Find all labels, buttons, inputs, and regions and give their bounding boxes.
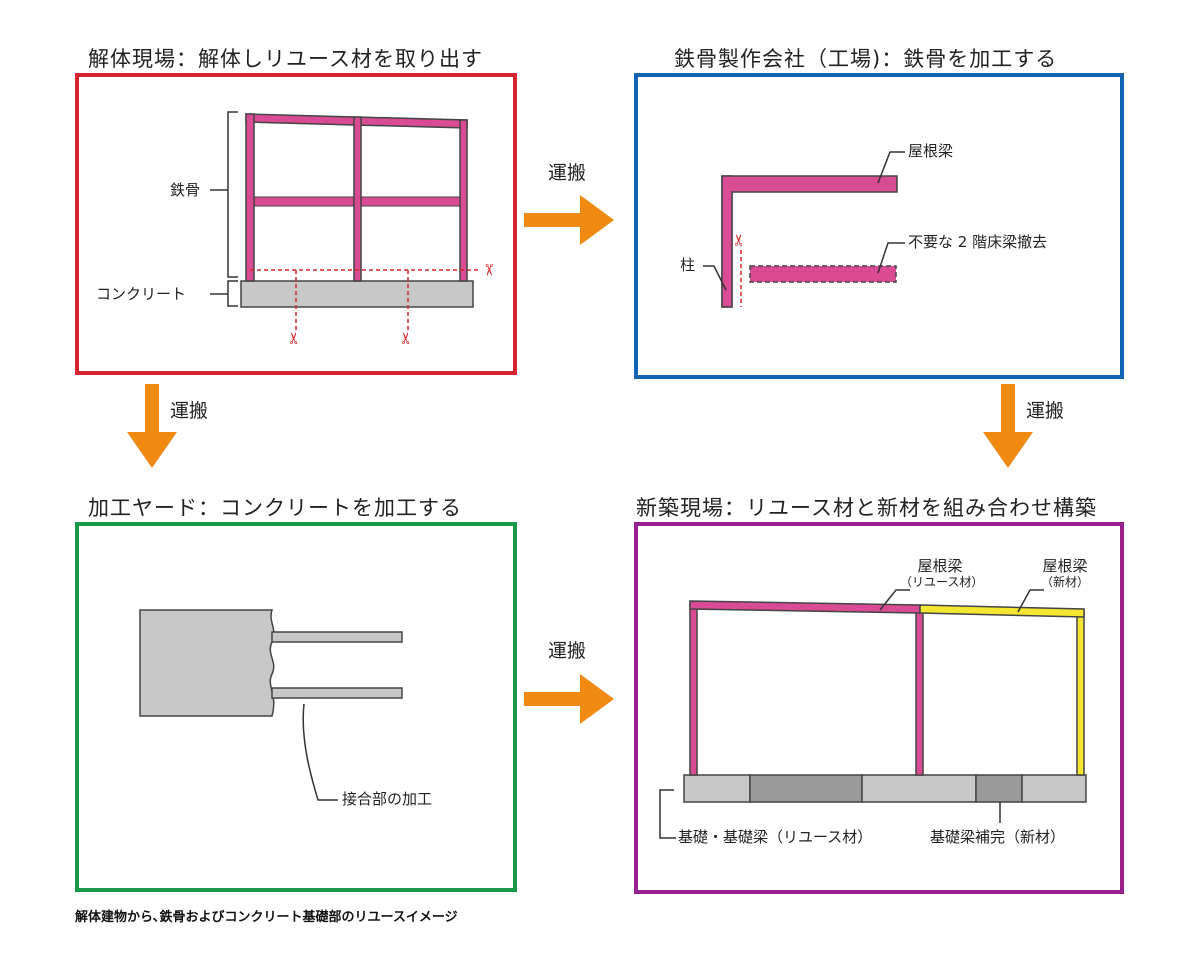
label-joint-processing: 接合部の加工 (342, 790, 433, 808)
roof-beam-reuse-text: 屋根梁 (917, 557, 963, 575)
demolition-title: 解体現場：解体しリユース材を取り出す (88, 47, 483, 71)
foundation-reuse-1 (683, 774, 751, 803)
label-roof-beam-new: 屋根梁 （新材） (1030, 557, 1100, 589)
arrow-right-bottom (524, 674, 614, 724)
scissors-icon: ✂ (479, 263, 499, 277)
arrow-right-top (524, 195, 614, 245)
transport-label-top: 運搬 (548, 162, 587, 184)
label-remove-floor-beam: 不要な 2 階床梁撤去 (908, 233, 1048, 251)
label-steel: 鉄骨 (170, 181, 201, 199)
foundation-beam-reuse-1 (749, 774, 863, 803)
label-roof-beam-reuse: 屋根梁 （リユース材） (900, 557, 984, 589)
frame-center-column (353, 116, 362, 282)
scissors-icon: ✂ (729, 233, 749, 247)
yard-title: 加工ヤード：コンクリートを加工する (88, 496, 462, 520)
newsite-structure (659, 589, 1087, 839)
demolition-steel-frame (210, 111, 480, 332)
figure-caption: 解体建物から､鉄骨およびコンクリート基礎部のリユースイメージ (75, 910, 458, 925)
removed-floor-beam (749, 265, 897, 283)
rebar-lower (271, 687, 403, 699)
roof-beam-reuse-note: （リユース材） (900, 575, 984, 589)
frame-right-column (459, 119, 468, 282)
newsite-left-column (689, 601, 698, 776)
newsite-panel (634, 522, 1124, 894)
transport-label-right: 運搬 (1026, 400, 1065, 422)
frame-left-column (245, 113, 255, 282)
roof-beam-new-text: 屋根梁 (1042, 557, 1088, 575)
factory-panel (634, 73, 1124, 379)
foundation-beam-new (975, 774, 1023, 803)
transport-label-left: 運搬 (170, 400, 209, 422)
steel-bracket (227, 111, 238, 278)
scissors-icon: ✂ (284, 331, 304, 345)
factory-steel (703, 151, 905, 308)
label-column: 柱 (680, 256, 696, 274)
yard-concrete (139, 609, 403, 801)
rebar-upper (271, 631, 403, 643)
roof-beam-new (919, 604, 1085, 618)
label-foundation-beam-new: 基礎梁補完（新材） (930, 828, 1066, 846)
factory-title: 鉄骨製作会社（工場)：鉄骨を加工する (674, 47, 1058, 71)
concrete-bracket (227, 280, 238, 307)
newsite-title: 新築現場：リユース材と新材を組み合わせ構築 (636, 496, 1097, 520)
foundation-reuse-2 (861, 774, 977, 803)
newsite-center-column (915, 606, 924, 776)
label-roof-beam: 屋根梁 (908, 142, 954, 160)
factory-roof-beam (721, 175, 898, 308)
arrow-down-left (127, 384, 177, 468)
newsite-right-column (1076, 609, 1085, 776)
concrete-block (139, 609, 275, 717)
label-concrete: コンクリート (96, 285, 187, 303)
label-foundation-reuse: 基礎・基礎梁（リユース材） (678, 828, 873, 846)
scissors-icon: ✂ (396, 331, 416, 345)
transport-label-bottom: 運搬 (548, 640, 587, 662)
foundation-reuse-3 (1021, 774, 1087, 803)
concrete-base (240, 280, 474, 308)
roof-beam-new-note: （新材） (1040, 575, 1089, 589)
arrow-down-right (983, 384, 1033, 468)
